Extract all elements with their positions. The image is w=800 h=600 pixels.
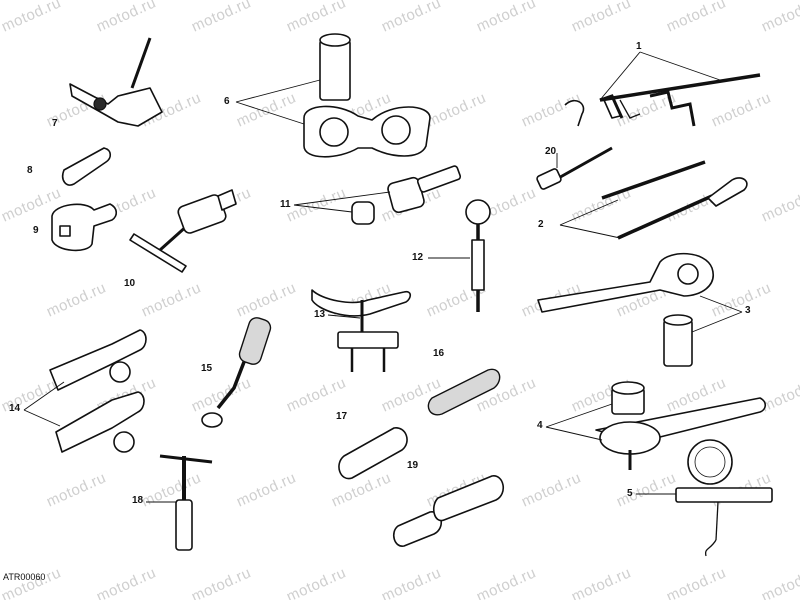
callout-9: 9 <box>33 225 39 236</box>
callout-20: 20 <box>545 146 557 157</box>
callout-14: 14 <box>9 403 21 414</box>
callout-2: 2 <box>538 219 544 230</box>
tool-10-t-puller <box>129 189 237 273</box>
tool-4-flange <box>595 381 767 470</box>
tool-5-gauge-holder <box>675 439 773 557</box>
tool-1-pins <box>564 73 761 127</box>
tool-11-sleeves <box>351 165 462 225</box>
tool-15-bent-wrench <box>201 317 272 428</box>
tool-17-cylinder <box>338 427 408 480</box>
tool-12-dial-gauge <box>465 199 491 312</box>
leader-lines <box>23 51 743 503</box>
tool-3-spanner <box>537 252 714 367</box>
tool-2-rods <box>601 160 748 240</box>
tool-13-clamp <box>311 289 412 372</box>
tool-7-puller <box>69 37 163 127</box>
callout-18: 18 <box>132 495 144 506</box>
callout-11: 11 <box>280 199 291 210</box>
callout-5: 5 <box>627 488 633 499</box>
callout-3: 3 <box>745 305 751 316</box>
tool-18-t-handle <box>159 454 213 551</box>
callout-8: 8 <box>27 165 33 176</box>
tool-19-bushes <box>392 475 504 547</box>
callout-12: 12 <box>412 252 424 263</box>
callout-1: 1 <box>636 41 642 52</box>
callout-15: 15 <box>201 363 213 374</box>
callout-7: 7 <box>52 118 58 129</box>
callout-16: 16 <box>433 348 445 359</box>
callout-13: 13 <box>314 309 326 320</box>
tool-6-ring-wrench <box>303 33 431 158</box>
tool-9-socket <box>51 203 118 252</box>
callout-4: 4 <box>537 420 543 431</box>
callout-6: 6 <box>224 96 230 107</box>
tool-8-drift <box>61 147 112 186</box>
tool-16-knurled-sleeve <box>427 368 501 416</box>
callout-19: 19 <box>407 460 419 471</box>
callout-10: 10 <box>124 278 136 289</box>
tool-20-driver <box>536 146 613 190</box>
callout-17: 17 <box>336 411 348 422</box>
reference-code: ATR00060 <box>3 572 46 582</box>
tool-14-holders <box>49 329 147 453</box>
